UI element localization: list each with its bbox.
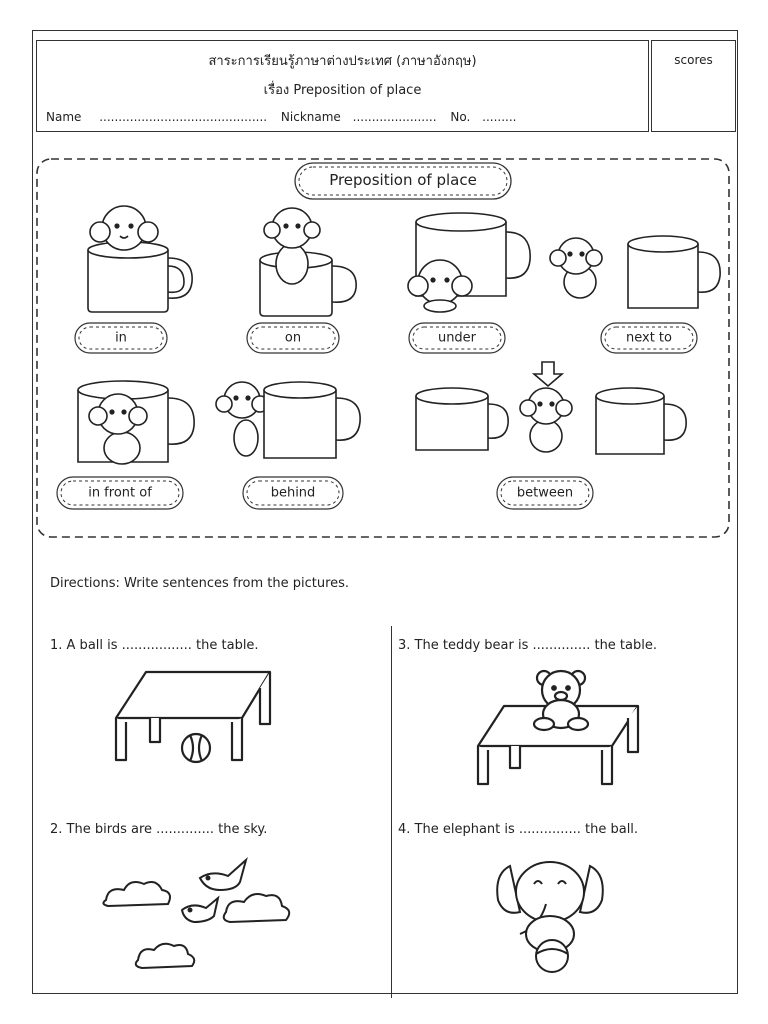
mug-behind-icon bbox=[263, 381, 361, 459]
dog-behind-icon bbox=[215, 381, 269, 457]
mug-in-icon bbox=[87, 241, 193, 313]
scores-box[interactable]: scores bbox=[651, 40, 736, 132]
lesson-title: เรื่อง Preposition of place bbox=[263, 83, 422, 98]
name-blank[interactable]: ........................................… bbox=[99, 110, 268, 124]
scores-label: scores bbox=[674, 53, 713, 67]
subject-title: สาระการเรียนรู้ภาษาต่างประเทศ (ภาษาอังกฤ… bbox=[208, 54, 477, 69]
dog-on-icon bbox=[263, 207, 321, 285]
nickname-label: Nickname bbox=[280, 110, 341, 124]
number-label: No. bbox=[450, 110, 471, 124]
dog-in-icon bbox=[89, 205, 159, 251]
label-in-front-of: in front of bbox=[56, 476, 184, 510]
dog-under-icon bbox=[407, 259, 473, 313]
student-info-row: Name ...................................… bbox=[46, 110, 646, 124]
column-divider bbox=[391, 626, 392, 998]
preposition-illustrations bbox=[77, 205, 721, 465]
name-label: Name bbox=[46, 110, 82, 124]
label-on: on bbox=[246, 322, 340, 354]
mug-between-left-icon bbox=[415, 387, 509, 451]
worksheet-border bbox=[32, 30, 738, 994]
elephant-on-ball-icon bbox=[496, 861, 604, 973]
label-in: in bbox=[74, 322, 168, 354]
directions-text: Directions: Write sentences from the pic… bbox=[50, 576, 350, 591]
teddy-bear-on-table-icon bbox=[476, 669, 640, 786]
question-2[interactable]: 2. The birds are .............. the sky. bbox=[50, 822, 268, 837]
label-behind: behind bbox=[242, 476, 344, 510]
question-3[interactable]: 3. The teddy bear is .............. the … bbox=[398, 638, 657, 653]
dog-between-icon bbox=[519, 387, 573, 453]
panel-title: Preposition of place bbox=[294, 162, 512, 200]
number-blank[interactable]: ......... bbox=[482, 110, 517, 124]
birds-in-sky-icon bbox=[102, 857, 291, 970]
header-box bbox=[36, 40, 649, 132]
nickname-blank[interactable]: ...................... bbox=[352, 110, 437, 124]
label-under: under bbox=[408, 322, 506, 354]
question-4[interactable]: 4. The elephant is ............... the b… bbox=[398, 822, 639, 837]
label-between: between bbox=[496, 476, 594, 510]
down-arrow-icon bbox=[531, 361, 565, 388]
dog-in-front-of-icon bbox=[88, 393, 148, 465]
label-next-to: next to bbox=[600, 322, 698, 354]
preposition-panel bbox=[36, 158, 730, 538]
mug-between-right-icon bbox=[595, 387, 687, 455]
question-1[interactable]: 1. A ball is ................. the table… bbox=[50, 638, 259, 653]
mug-next-to-icon bbox=[627, 235, 721, 309]
table-with-ball-under-icon bbox=[114, 670, 272, 764]
dog-next-to-icon bbox=[549, 237, 603, 299]
